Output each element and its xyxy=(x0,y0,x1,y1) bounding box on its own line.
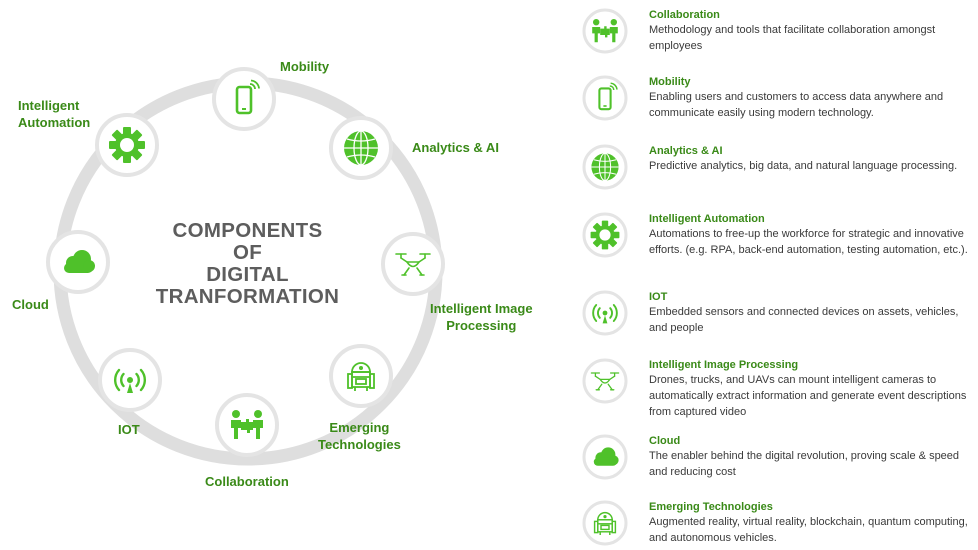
center-title-line: OF xyxy=(232,241,263,264)
ring-node-mobility[interactable] xyxy=(212,67,276,131)
legend-title: Cloud xyxy=(649,435,681,447)
ring-node-automation[interactable] xyxy=(95,113,159,177)
label-mobility: Mobility xyxy=(280,59,330,74)
label-analytics: Analytics & AI xyxy=(412,140,499,155)
legend-title: Collaboration xyxy=(649,9,720,21)
ring-node-collaboration[interactable] xyxy=(215,393,279,457)
ring-node-iot[interactable] xyxy=(98,348,162,412)
label-line: Processing xyxy=(446,318,517,333)
legend-title: Emerging Technologies xyxy=(649,501,773,513)
robot-icon xyxy=(582,500,628,546)
legend-desc: Embedded sensors and connected devices o… xyxy=(649,306,959,334)
gear-icon xyxy=(109,127,145,163)
legend-desc: The enabler behind the digital revolutio… xyxy=(649,450,960,478)
legend-title: Mobility xyxy=(649,76,691,88)
legend-title: IOT xyxy=(649,291,668,303)
drone-icon xyxy=(582,358,628,404)
center-title-line: COMPONENTS xyxy=(172,219,323,242)
label-collaboration: Collaboration xyxy=(205,474,289,489)
ring-node-cloud[interactable] xyxy=(46,230,110,294)
globe-icon xyxy=(343,130,379,166)
label-line: Automation xyxy=(18,115,91,130)
center-title: COMPONENTS OF DIGITAL TRANFORMATION xyxy=(130,220,365,308)
legend-desc: Enabling users and customers to access d… xyxy=(649,91,944,119)
legend-title: Analytics & AI xyxy=(649,145,723,157)
label-iot: IOT xyxy=(118,422,140,437)
mobile-phone-icon xyxy=(582,75,628,121)
gear-icon xyxy=(582,212,628,258)
center-title-line: TRANFORMATION xyxy=(155,285,340,308)
legend-desc: Methodology and tools that facilitate co… xyxy=(649,24,936,52)
cloud-icon xyxy=(582,434,628,480)
label-line: Emerging xyxy=(329,420,390,435)
legend-desc: Drones, trucks, and UAVs can mount intel… xyxy=(649,374,967,418)
label-line: Technologies xyxy=(318,437,401,452)
legend-desc: Automations to free-up the workforce for… xyxy=(649,228,968,256)
globe-icon xyxy=(582,144,628,190)
signal-icon xyxy=(582,290,628,336)
legend-desc: Augmented reality, virtual reality, bloc… xyxy=(649,516,968,544)
center-title-line: DIGITAL xyxy=(206,263,289,286)
collaboration-icon xyxy=(582,8,628,54)
ring-node-image-processing[interactable] xyxy=(381,232,445,296)
label-automation: Intelligent Automation xyxy=(18,97,90,131)
label-line: Intelligent Image xyxy=(430,301,533,316)
legend-title: Intelligent Automation xyxy=(649,213,765,225)
label-cloud: Cloud xyxy=(12,297,49,312)
components-ring-diagram xyxy=(46,67,445,466)
label-image-processing: Intelligent Image Processing xyxy=(430,300,533,334)
legend-desc: Predictive analytics, big data, and natu… xyxy=(649,160,958,172)
label-line: Intelligent xyxy=(18,98,80,113)
ring-node-emerging[interactable] xyxy=(329,344,393,408)
label-emerging: Emerging Technologies xyxy=(318,419,401,453)
legend-title: Intelligent Image Processing xyxy=(649,359,799,371)
ring-node-analytics[interactable] xyxy=(329,116,393,180)
